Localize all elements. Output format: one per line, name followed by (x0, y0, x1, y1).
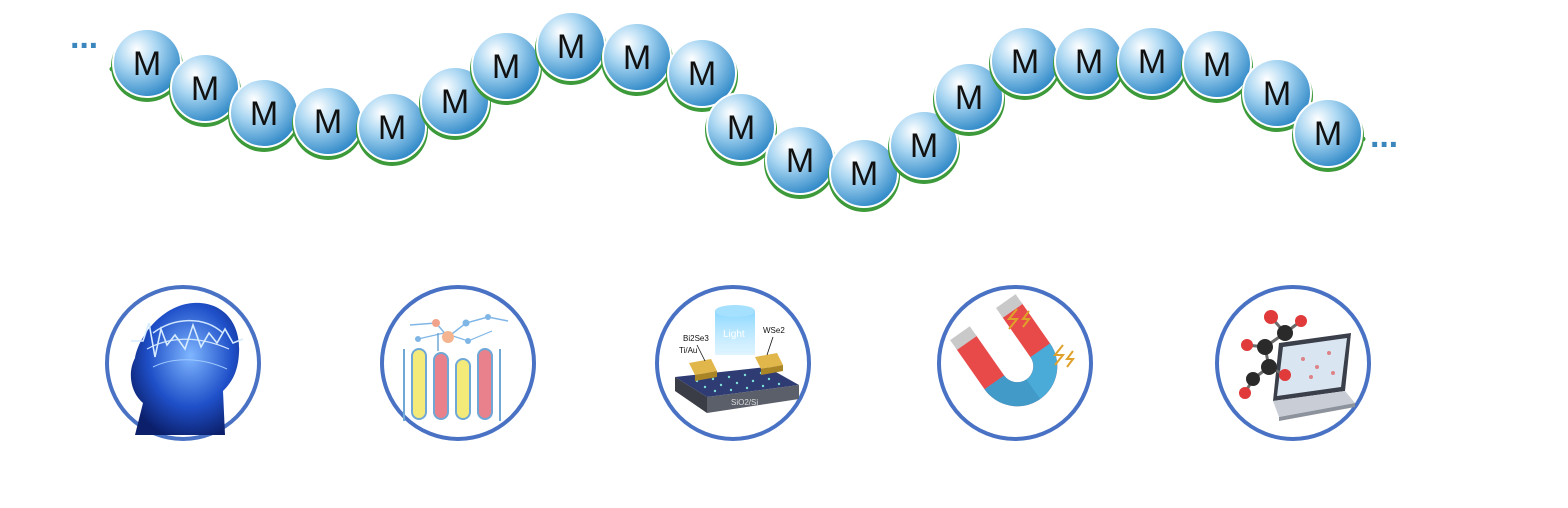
label-tiau: Ti/Au (679, 346, 697, 355)
monomer-label: M (492, 48, 520, 86)
monomer-label: M (1314, 115, 1342, 153)
monomer-bead: M (828, 138, 900, 212)
application-circle-laptop (1215, 285, 1371, 441)
monomer-label: M (378, 109, 406, 147)
monomer-bead: M (419, 66, 491, 140)
label-substrate: SiO2/Si (731, 398, 758, 407)
monomer-bead: M (169, 53, 241, 127)
application-circle-brain (105, 285, 261, 441)
monomer-label: M (1075, 43, 1103, 81)
monomer-bead: M (764, 125, 836, 199)
monomer-bead: M (1053, 26, 1125, 100)
monomer-label: M (955, 79, 983, 117)
monomer-label: M (623, 39, 651, 77)
monomer-label: M (786, 142, 814, 180)
molecule-laptop-icon (1239, 310, 1355, 421)
chain-ellipsis-left: ··· (70, 27, 98, 65)
monomer-bead: M (1181, 29, 1253, 103)
chain-ellipsis-right: ··· (1370, 126, 1398, 164)
magnet-icon (950, 294, 1058, 407)
monomer-bead: M (1292, 98, 1364, 172)
application-circle-magnet (937, 285, 1093, 441)
application-icons: Light (105, 285, 1371, 441)
photodetector-device-icon: Light (675, 305, 799, 413)
monomer-label: M (314, 103, 342, 141)
monomer-bead: M (535, 11, 607, 85)
monomer-bead: M (989, 26, 1061, 100)
label-bi2se3: Bi2Se3 (683, 334, 709, 343)
monomer-label: M (850, 155, 878, 193)
monomer-label: M (1203, 46, 1231, 84)
monomer-label: M (557, 28, 585, 66)
label-wse2: WSe2 (763, 326, 785, 335)
monomer-bead: M (292, 86, 364, 160)
monomer-bead: M (933, 62, 1005, 136)
monomer-bead: M (601, 22, 673, 96)
monomer-label: M (441, 83, 469, 121)
monomer-bead: M (1116, 26, 1188, 100)
monomer-label: M (910, 127, 938, 165)
monomer-bead: M (666, 38, 738, 112)
monomer-label: M (133, 45, 161, 83)
light-label: Light (723, 329, 745, 340)
monomer-label: M (250, 95, 278, 133)
monomer-bead: M (356, 92, 428, 166)
monomer-label: M (191, 70, 219, 108)
monomer-bead: M (111, 28, 183, 102)
monomer-label: M (1011, 43, 1039, 81)
spark-icon (1006, 308, 1075, 368)
monomer-label: M (1263, 75, 1291, 113)
monomer-bead: M (1241, 58, 1313, 132)
monomer-bead: M (228, 78, 300, 152)
application-circle-photodetector: Light (655, 285, 811, 441)
monomer-label: M (727, 109, 755, 147)
monomer-label: M (688, 55, 716, 93)
monomer-bead: M (888, 110, 960, 184)
brain-head-icon (130, 302, 244, 436)
monomer-label: M (1138, 43, 1166, 81)
test-tubes-network-icon (403, 314, 509, 421)
application-circle-tubes (380, 285, 536, 441)
monomer-bead: M (470, 31, 542, 105)
monomer-bead: M (705, 92, 777, 166)
